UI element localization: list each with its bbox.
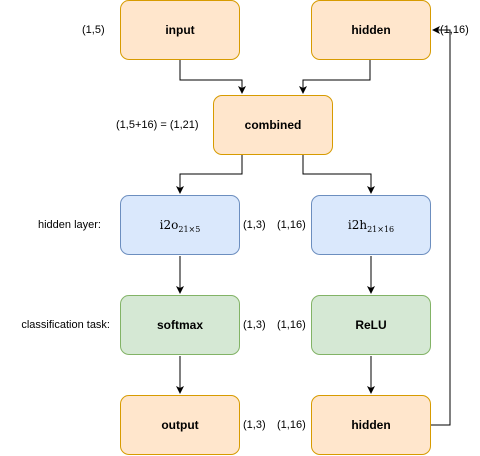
relu-shape-label: (1,16): [277, 319, 306, 331]
edge-combined-to-i2o: [176, 155, 243, 194]
input-node-label: input: [165, 23, 195, 37]
combined-node: combined: [213, 95, 333, 155]
input-shape-label: (1,5): [82, 24, 105, 36]
relu-node-label: ReLU: [355, 318, 387, 332]
classification-task-label: classification task:: [21, 319, 110, 331]
output-node-label: output: [161, 418, 199, 432]
output-shape-label: (1,3): [243, 419, 266, 431]
hidden-input-node-label: hidden: [351, 23, 391, 37]
i2o-node-label: i2o21×5: [159, 218, 201, 234]
i2o-node: i2o21×5: [120, 195, 240, 255]
i2h-base: i2h: [347, 218, 368, 232]
combined-shape-label: (1,5+16) = (1,21): [116, 119, 199, 131]
output-node: output: [120, 395, 240, 455]
hidden-input-node: hidden: [311, 0, 431, 60]
edge-combined-to-i2h: [302, 155, 375, 194]
softmax-shape-label: (1,3): [243, 319, 266, 331]
i2o-shape-label: (1,3): [243, 219, 266, 231]
hidden-layer-label: hidden layer:: [38, 219, 101, 231]
edge-hidden-feedback: [431, 26, 451, 426]
edge-input-to-combined: [179, 60, 246, 94]
softmax-node: softmax: [120, 295, 240, 355]
combined-node-label: combined: [244, 118, 302, 132]
relu-node: ReLU: [311, 295, 431, 355]
hidden-output-node: hidden: [311, 395, 431, 455]
i2o-base: i2o: [159, 218, 179, 232]
hidden-output-node-label: hidden: [351, 418, 391, 432]
i2h-node: i2h21×16: [311, 195, 431, 255]
i2h-subscript: 21×16: [367, 225, 395, 234]
input-node: input: [120, 0, 240, 60]
edge-hidden-to-combined: [299, 60, 371, 94]
softmax-node-label: softmax: [156, 318, 203, 332]
i2h-node-label: i2h21×16: [347, 218, 395, 234]
hidden-shape-label: (1,16): [440, 24, 469, 36]
i2h-shape-label: (1,16): [277, 219, 306, 231]
hidden-bottom-shape-label: (1,16): [277, 419, 306, 431]
i2o-subscript: 21×5: [178, 225, 201, 234]
